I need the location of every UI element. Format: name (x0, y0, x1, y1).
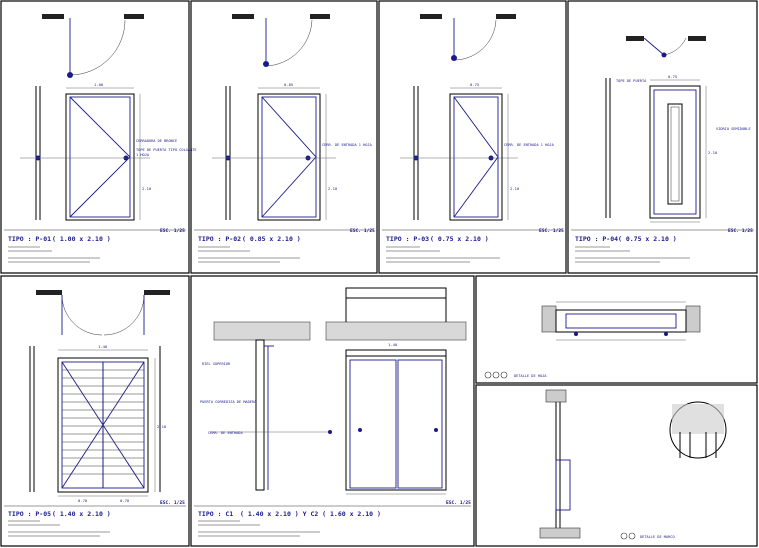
callout-p01-1: CERRADURA DE BRONCE (136, 139, 177, 143)
callout-pc-2: PUERTA CORREDIZA DE MADERA (200, 400, 257, 404)
scale-pc: ESC. 1/25 (446, 500, 471, 506)
tipo-p03: TIPO : P-03 (386, 235, 429, 243)
tipo-p04: TIPO : P-04 (575, 235, 618, 243)
scale-p02: ESC. 1/25 (350, 228, 375, 234)
width-dim-p05: 1.40 (98, 344, 108, 349)
wall-hatch-icon (232, 14, 254, 19)
width-dim-p02: 0.85 (284, 82, 293, 87)
callout-p01-3: 1 HOJA (136, 153, 150, 157)
drawing-p04 (605, 36, 707, 223)
wall-hatch-icon (310, 14, 330, 19)
callout-p01-2: TOPE DE PUERTA TIPO COLGANTE (136, 148, 197, 152)
tipo-p02: TIPO : P-02 (198, 235, 241, 243)
panel-frame-p05 (0, 275, 190, 547)
drawing-pc (210, 287, 467, 495)
wall-hatch-icon (124, 14, 144, 19)
scale-p05: ESC. 1/25 (160, 500, 185, 506)
sub-dim-p05-2: 0.70 (120, 498, 130, 503)
panel-frame-p02 (190, 0, 378, 274)
wall-hatch-icon (420, 14, 442, 19)
callout-pc-1: RIEL SUPERIOR (202, 362, 231, 366)
tipo-p01: TIPO : P-01 (8, 235, 51, 243)
tipo-pc: TIPO : C1 (198, 510, 233, 518)
callout-p02-1: CERR. DE ENTRADA 1 HOJA (322, 143, 373, 147)
panel-frame-p01 (0, 0, 190, 274)
detail-elevation (539, 389, 727, 540)
tipo-p05: TIPO : P-05 (8, 510, 51, 518)
callout-p04-1: TOPE DE PUERTA (616, 79, 647, 83)
drawing-p03 (400, 14, 518, 221)
detail-section (484, 301, 701, 379)
callout-pc-3: CERR. DE ENTRADA (208, 431, 243, 435)
sub-dim-p05-1: 0.70 (78, 498, 88, 503)
wall-hatch-icon (42, 14, 64, 19)
wall-hatch-icon (36, 290, 62, 295)
panel-frame-p03 (378, 0, 567, 274)
height-dim-p03: 2.10 (510, 186, 520, 191)
scale-p01: ESC. 1/25 (160, 228, 185, 234)
louvers-p05 (62, 369, 144, 475)
detail-label-marco: DETALLE DE MARCO (640, 535, 675, 539)
scale-p04: ESC. 1/25 (728, 228, 753, 234)
wall-hatch-icon (688, 36, 706, 41)
wall-hatch-icon (496, 14, 516, 19)
callout-p04-2: VIDRIO SEMIDOBLE (716, 127, 751, 131)
callout-p03-1: CERR. DE ENTRADA 1 HOJA (504, 143, 555, 147)
panel-frame-detail-b (475, 384, 758, 547)
size-p05: ( 1.40 x 2.10 ) (52, 510, 111, 518)
scale-p03: ESC. 1/25 (539, 228, 564, 234)
size-p04: ( 0.75 x 2.10 ) (618, 235, 677, 243)
drawing-p01 (20, 14, 150, 221)
wall-hatch-icon (144, 290, 170, 295)
wall-hatch-icon (626, 36, 644, 41)
width-dim-pc: 1.40 (388, 342, 398, 347)
width-dim-p04: 0.75 (668, 74, 677, 79)
panel-frame-pc (190, 275, 475, 547)
drawing-p02 (212, 14, 336, 221)
panel-frame-p04 (567, 0, 758, 274)
detail-label-hoja: DETALLE DE HOJA (514, 374, 547, 378)
wall-hatch-icon (325, 321, 467, 341)
height-dim-p02: 2.10 (328, 186, 338, 191)
panel-frame-detail-a (475, 275, 758, 384)
size-p01: ( 1.00 x 2.10 ) (52, 235, 111, 243)
height-dim-p05: 2.10 (157, 424, 167, 429)
size-pc: ( 1.40 x 2.10 ) Y C2 ( 1.60 x 2.10 ) (240, 510, 381, 518)
height-dim-p04: 2.10 (708, 150, 718, 155)
width-dim-p03: 0.75 (470, 82, 479, 87)
size-p03: ( 0.75 x 2.10 ) (430, 235, 489, 243)
height-dim-p01: 2.10 (142, 186, 152, 191)
drawing-p05 (29, 290, 170, 497)
width-dim-p01: 1.00 (94, 82, 104, 87)
size-p02: ( 0.85 x 2.10 ) (242, 235, 301, 243)
wall-hatch-icon (213, 321, 311, 341)
